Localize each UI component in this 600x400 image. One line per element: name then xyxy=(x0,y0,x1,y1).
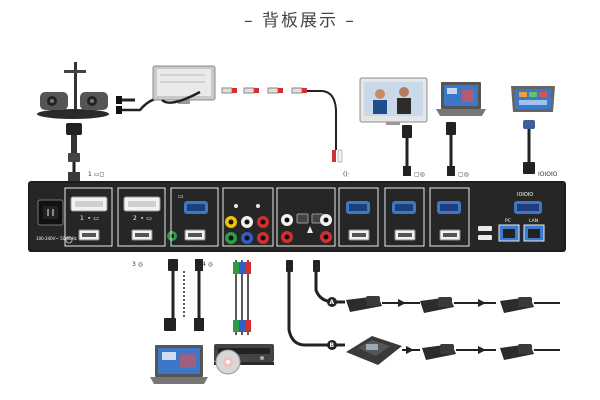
lcd-tv-icon xyxy=(359,77,428,125)
input3-callout: 3 ◎ xyxy=(132,261,143,268)
output-module-2 xyxy=(384,187,425,247)
monitor-cables xyxy=(402,120,535,176)
mic-chain-a-label: A xyxy=(330,299,335,306)
back-panel: 100-240V~ 50/60Hz 1 ▫️▭ 2 ▫️▭ xyxy=(28,181,566,252)
power-caption: 100-240V~ 50/60Hz xyxy=(36,236,77,241)
microphone-icon xyxy=(420,297,454,313)
touch-panel-icon xyxy=(511,86,555,112)
monitor-right-callout: ▢◎ xyxy=(458,171,469,178)
camera-adapter-icon xyxy=(66,123,82,185)
disc-icon xyxy=(215,349,241,375)
pc-port-label: PC xyxy=(505,218,511,224)
display-icon xyxy=(152,65,216,104)
vga-input-module xyxy=(170,187,219,247)
vga-label: ▭ xyxy=(178,193,184,200)
camera-input-callout: 1 ▭◻ xyxy=(88,171,104,178)
serial-callout: IOIOIO xyxy=(538,171,558,178)
mic-chain-b-label: B xyxy=(330,342,335,349)
component-cables xyxy=(233,260,251,335)
audio-optical-module xyxy=(276,187,336,247)
rca-audio-cable xyxy=(221,87,343,163)
microphone-icon xyxy=(500,297,534,313)
rca-audio-video-cluster xyxy=(222,187,274,247)
microphone-icon xyxy=(346,296,382,312)
laptop-icon xyxy=(150,345,208,384)
input3-cables xyxy=(164,259,204,331)
mic-chain-a: A xyxy=(327,296,560,313)
conference-phone-icon xyxy=(346,336,402,365)
network-serial-module xyxy=(498,201,545,242)
microphone-icon xyxy=(500,344,534,360)
audio-out-callout: ((· xyxy=(343,171,350,178)
serial-port-label: IOIOIO xyxy=(517,192,533,198)
lan-port-label: LAN xyxy=(529,218,538,224)
dvi2-label: 2 ▫️▭ xyxy=(133,215,152,222)
power-socket[interactable] xyxy=(37,199,73,244)
dvi1-label: 1 ▫️▭ xyxy=(80,215,99,222)
usb-ports xyxy=(478,226,492,240)
input4-callout: 4 ◎ xyxy=(202,261,213,268)
output-module-1 xyxy=(338,187,379,247)
laptop-icon xyxy=(436,82,486,116)
microphone-icon xyxy=(422,344,456,360)
dvi-input-2-module xyxy=(117,187,177,247)
mic-chain-b: B xyxy=(327,336,560,365)
page-title: – 背板展示 – xyxy=(244,11,356,31)
dvi-input-1-module xyxy=(64,187,113,247)
output-module-3 xyxy=(429,187,470,247)
monitor-left-callout: ▢◎ xyxy=(414,171,425,178)
dual-camera-icon xyxy=(37,62,109,119)
